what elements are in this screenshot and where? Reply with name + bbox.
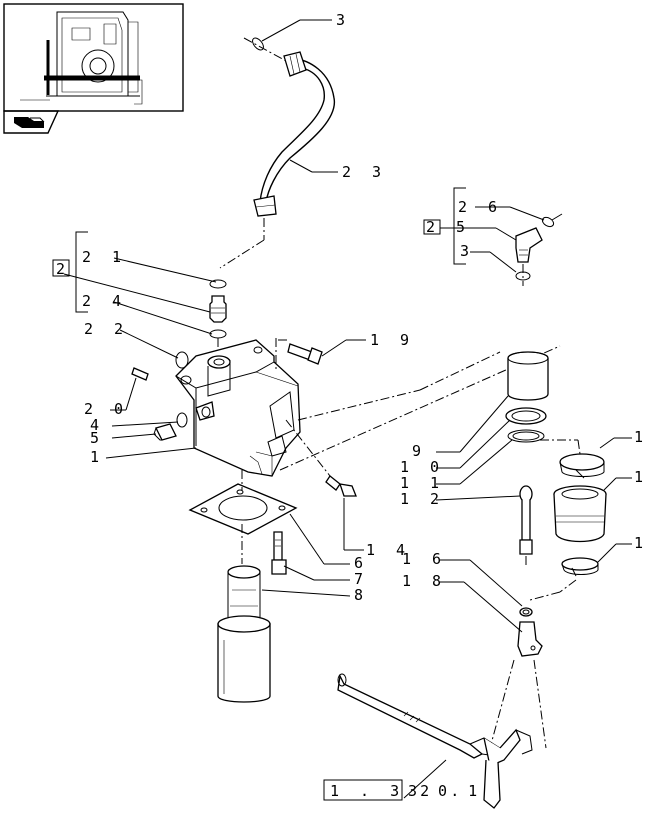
callout-16: 1 6 <box>402 550 447 568</box>
callout-24: 2 4 <box>82 292 127 310</box>
callout-14: 1 4 <box>366 541 411 559</box>
callout-17: 1 7 <box>634 534 664 552</box>
leader-17 <box>597 543 617 563</box>
callout-1: 1 <box>90 448 105 466</box>
reference-code[interactable]: 1 . 3 2 . 3 0 1 <box>323 759 483 801</box>
callout-11: 1 1 <box>400 474 445 492</box>
callout-8: 8 <box>354 586 369 604</box>
leader-15 <box>603 477 617 491</box>
plug-5 <box>111 423 177 441</box>
elbow-fitting-group <box>423 187 563 286</box>
valve-body-1 <box>175 339 301 477</box>
leader-8 <box>261 589 351 597</box>
leader-21 <box>113 257 217 283</box>
o-ring-22 <box>175 351 189 369</box>
callout-18: 1 8 <box>402 572 447 590</box>
clevis-18 <box>517 621 543 657</box>
clip-13 <box>559 439 605 479</box>
group-bracket-2 <box>75 231 88 313</box>
seal-11 <box>507 429 545 443</box>
reference-code-box <box>323 779 403 801</box>
callout-20: 2 0 <box>84 400 129 418</box>
leader-24 <box>113 301 213 335</box>
bolt-7 <box>271 531 287 575</box>
callout-3-right: 3 <box>460 242 475 260</box>
callout-9: 9 <box>412 442 427 460</box>
rod-12 <box>519 485 533 568</box>
pin-20 <box>110 367 149 411</box>
lever-arm <box>337 673 533 809</box>
callout-25: 2 5 <box>426 218 471 236</box>
gasket-6 <box>188 470 298 564</box>
callout-21: 2 1 <box>82 248 127 266</box>
leader-3-top <box>261 19 301 42</box>
callout-5: 5 <box>90 429 105 447</box>
leader-2 <box>63 273 211 313</box>
nut-16 <box>519 607 533 617</box>
callout-13: 1 3 <box>634 428 664 446</box>
callout-3-top: 3 <box>336 11 351 29</box>
navigation-arrow-icon[interactable] <box>3 110 60 134</box>
callout-7: 7 <box>354 570 369 588</box>
thumbnail-frame[interactable] <box>3 3 184 112</box>
callout-23: 2 3 <box>342 163 387 181</box>
callout-12: 1 2 <box>400 490 445 508</box>
callout-10: 1 0 <box>400 458 445 476</box>
adapter-stack <box>209 279 227 356</box>
callout-19: 1 9 <box>370 331 415 349</box>
leader-23 <box>289 159 313 173</box>
screw-19 <box>287 339 366 365</box>
leader-1 <box>105 447 197 459</box>
callout-2: 2 <box>56 260 71 278</box>
piston-cylinder-8 <box>217 565 271 703</box>
o-ring-4 <box>176 412 188 428</box>
leader-6 <box>289 513 325 565</box>
callout-6: 6 <box>354 554 369 572</box>
bolt-14 <box>325 475 357 497</box>
clip-17 <box>561 557 599 577</box>
callout-4: 4 <box>90 416 105 434</box>
reference-code-boxed-text: 1 . 3 2 . <box>330 782 465 800</box>
bushing-15 <box>553 485 607 543</box>
callout-22: 2 2 <box>84 320 129 338</box>
group-box-2 <box>52 259 70 277</box>
leader-13 <box>599 437 615 449</box>
leader-12 <box>435 495 521 501</box>
filter-cap-9 <box>507 351 549 401</box>
pipe-part-23 <box>219 37 336 269</box>
callout-26: 2 6 <box>458 198 503 216</box>
callout-15: 1 5 <box>634 468 664 486</box>
reference-code-suffix: 3 0 1 <box>408 782 483 800</box>
leader-7 <box>283 565 315 581</box>
